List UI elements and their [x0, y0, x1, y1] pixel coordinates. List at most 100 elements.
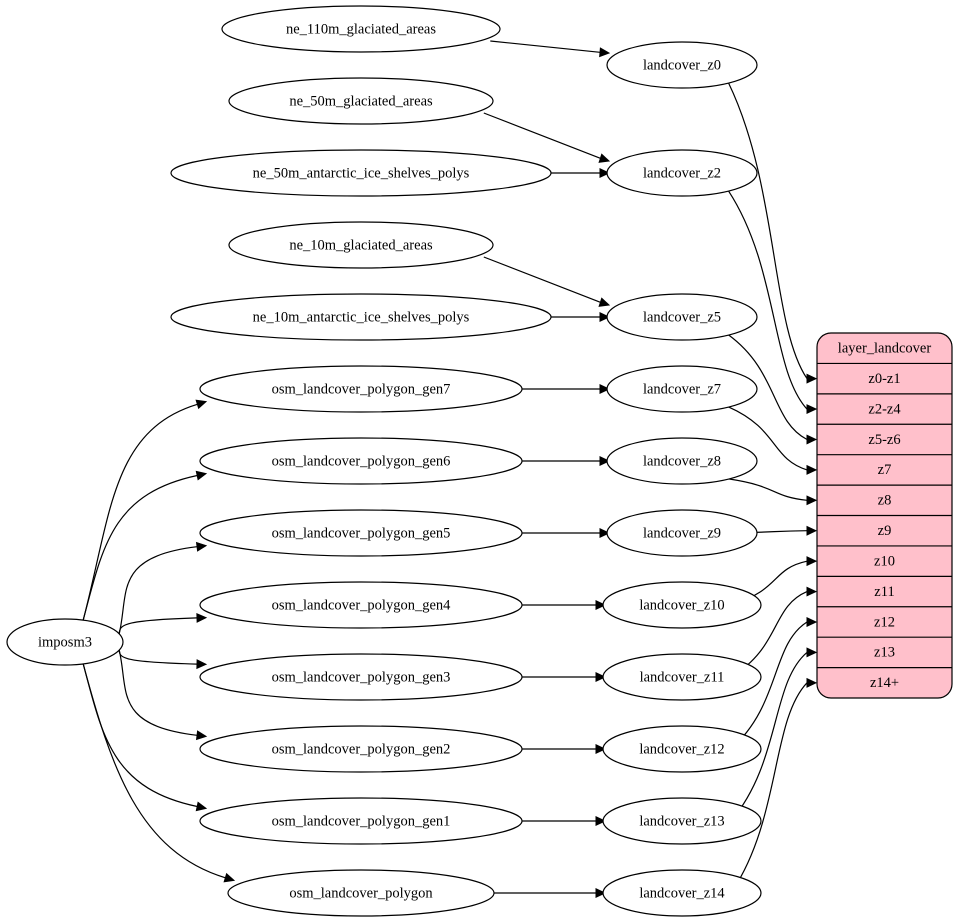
- node-label: ne_10m_glaciated_areas: [289, 237, 433, 253]
- node-imposm3[interactable]: imposm3: [6, 618, 124, 666]
- table-row[interactable]: z12: [874, 614, 895, 630]
- node-osm_landcover_polygon_gen2[interactable]: osm_landcover_polygon_gen2: [199, 725, 523, 773]
- table-row[interactable]: z8: [878, 493, 892, 509]
- edge-arrowhead: [195, 801, 208, 812]
- node-osm_landcover_polygon_gen7[interactable]: osm_landcover_polygon_gen7: [199, 365, 523, 413]
- table-header-label: layer_landcover: [838, 341, 932, 357]
- node-ne_50m_antarctic_ice_shelves_polys[interactable]: ne_50m_antarctic_ice_shelves_polys: [170, 149, 552, 197]
- node-label: landcover_z11: [640, 669, 725, 685]
- node-shape: [199, 653, 523, 701]
- node-osm_landcover_polygon_gen3[interactable]: osm_landcover_polygon_gen3: [199, 653, 523, 701]
- node-landcover_z12[interactable]: landcover_z12: [602, 725, 762, 773]
- node-landcover_z13[interactable]: landcover_z13: [602, 797, 762, 845]
- node-label: ne_110m_glaciated_areas: [286, 21, 436, 37]
- node-shape: [199, 509, 523, 557]
- node-osm_landcover_polygon_gen1[interactable]: osm_landcover_polygon_gen1: [199, 797, 523, 845]
- edge-osm_landcover_polygon_gen2-to-landcover_z12: [522, 744, 607, 754]
- table-row[interactable]: z10: [874, 553, 895, 569]
- edge-imposm3-to-osm_landcover_polygon_gen3: [117, 646, 208, 670]
- edge-line: [483, 256, 601, 303]
- node-osm_landcover_polygon_gen6[interactable]: osm_landcover_polygon_gen6: [199, 437, 523, 485]
- node-label: osm_landcover_polygon_gen7: [272, 381, 451, 397]
- node-landcover_z11[interactable]: landcover_z11: [602, 653, 762, 701]
- node-label: ne_50m_antarctic_ice_shelves_polys: [253, 165, 470, 181]
- node-landcover_z9[interactable]: landcover_z9: [606, 509, 758, 557]
- table-row[interactable]: z7: [878, 462, 892, 478]
- node-shape: [602, 869, 762, 917]
- edge-ne_10m_antarctic_ice_shelves_polys-to-landcover_z5: [551, 312, 611, 322]
- edge-arrowhead: [196, 612, 208, 623]
- edge-imposm3-to-osm_landcover_polygon: [81, 660, 236, 883]
- edge-line: [727, 190, 808, 410]
- table-row-label: z11: [874, 584, 894, 600]
- edge-arrowhead: [598, 297, 611, 307]
- table-row[interactable]: z5-z6: [868, 432, 900, 448]
- node-shape: [606, 365, 758, 413]
- edge-arrowhead: [599, 384, 611, 394]
- node-shape: [606, 293, 758, 341]
- node-label: osm_landcover_polygon_gen1: [272, 813, 451, 829]
- table-row[interactable]: z0-z1: [868, 371, 900, 387]
- node-label: ne_50m_glaciated_areas: [289, 93, 433, 109]
- node-label: landcover_z5: [643, 309, 721, 325]
- node-label: landcover_z0: [643, 57, 721, 73]
- node-osm_landcover_polygon_gen4[interactable]: osm_landcover_polygon_gen4: [199, 581, 523, 629]
- node-label: landcover_z13: [639, 813, 724, 829]
- node-label: osm_landcover_polygon_gen6: [272, 453, 451, 469]
- node-shape: [199, 581, 523, 629]
- edge-arrowhead: [599, 47, 611, 58]
- edge-arrowhead: [598, 153, 611, 163]
- node-ne_110m_glaciated_areas[interactable]: ne_110m_glaciated_areas: [221, 5, 501, 53]
- node-ne_50m_glaciated_areas[interactable]: ne_50m_glaciated_areas: [228, 77, 494, 125]
- node-ne_10m_glaciated_areas[interactable]: ne_10m_glaciated_areas: [228, 221, 494, 269]
- node-shape: [228, 77, 494, 125]
- edge-landcover_z5-to-layer_landcover-z5-z6: [728, 334, 818, 445]
- table-row-label: z9: [878, 523, 892, 539]
- edge-osm_landcover_polygon_gen3-to-landcover_z11: [522, 672, 607, 682]
- table-row-label: z10: [874, 553, 895, 569]
- edge-arrowhead: [806, 495, 818, 506]
- node-shape: [602, 797, 762, 845]
- edge-arrowhead: [806, 556, 818, 567]
- node-shape: [199, 437, 523, 485]
- edge-line: [117, 646, 198, 665]
- node-landcover_z7[interactable]: landcover_z7: [606, 365, 758, 413]
- edge-line: [81, 474, 198, 624]
- edge-osm_landcover_polygon_gen1-to-landcover_z13: [522, 816, 607, 826]
- edge-imposm3-to-osm_landcover_polygon_gen2: [117, 646, 208, 741]
- edge-line: [81, 660, 226, 879]
- edge-line: [728, 406, 808, 471]
- node-landcover_z5[interactable]: landcover_z5: [606, 293, 758, 341]
- edge-line: [730, 621, 808, 750]
- table-row-label: z14+: [870, 675, 899, 691]
- table-row[interactable]: z2-z4: [868, 401, 901, 417]
- node-landcover_z10[interactable]: landcover_z10: [602, 581, 762, 629]
- table-row-label: z0-z1: [868, 371, 900, 387]
- edge-arrowhead: [595, 888, 607, 898]
- edge-landcover_z0-to-layer_landcover-z0-z1: [727, 82, 818, 384]
- node-label: osm_landcover_polygon_gen4: [272, 597, 452, 613]
- node-ne_10m_antarctic_ice_shelves_polys[interactable]: ne_10m_antarctic_ice_shelves_polys: [170, 293, 552, 341]
- node-shape: [199, 725, 523, 773]
- edge-imposm3-to-osm_landcover_polygon_gen6: [81, 470, 208, 624]
- node-osm_landcover_polygon[interactable]: osm_landcover_polygon: [227, 869, 495, 917]
- edge-arrowhead: [599, 456, 611, 466]
- table-row[interactable]: z11: [874, 584, 894, 600]
- node-landcover_z8[interactable]: landcover_z8: [606, 437, 758, 485]
- table-row[interactable]: z14+: [870, 675, 899, 691]
- node-label: osm_landcover_polygon_gen2: [272, 741, 451, 757]
- edge-arrowhead: [806, 464, 818, 475]
- node-label: landcover_z8: [643, 453, 721, 469]
- table-row[interactable]: z9: [878, 523, 892, 539]
- node-shape: [606, 149, 758, 197]
- node-landcover_z2[interactable]: landcover_z2: [606, 149, 758, 197]
- edge-line: [117, 546, 198, 638]
- node-osm_landcover_polygon_gen5[interactable]: osm_landcover_polygon_gen5: [199, 509, 523, 557]
- edge-osm_landcover_polygon-to-landcover_z14: [494, 888, 607, 898]
- edge-arrowhead: [806, 373, 818, 384]
- table-row[interactable]: z13: [874, 645, 895, 661]
- node-landcover_z0[interactable]: landcover_z0: [606, 41, 758, 89]
- table-row-label: z2-z4: [868, 401, 901, 417]
- node-landcover_z14[interactable]: landcover_z14: [602, 869, 762, 917]
- edge-imposm3-to-osm_landcover_polygon_gen1: [81, 660, 208, 812]
